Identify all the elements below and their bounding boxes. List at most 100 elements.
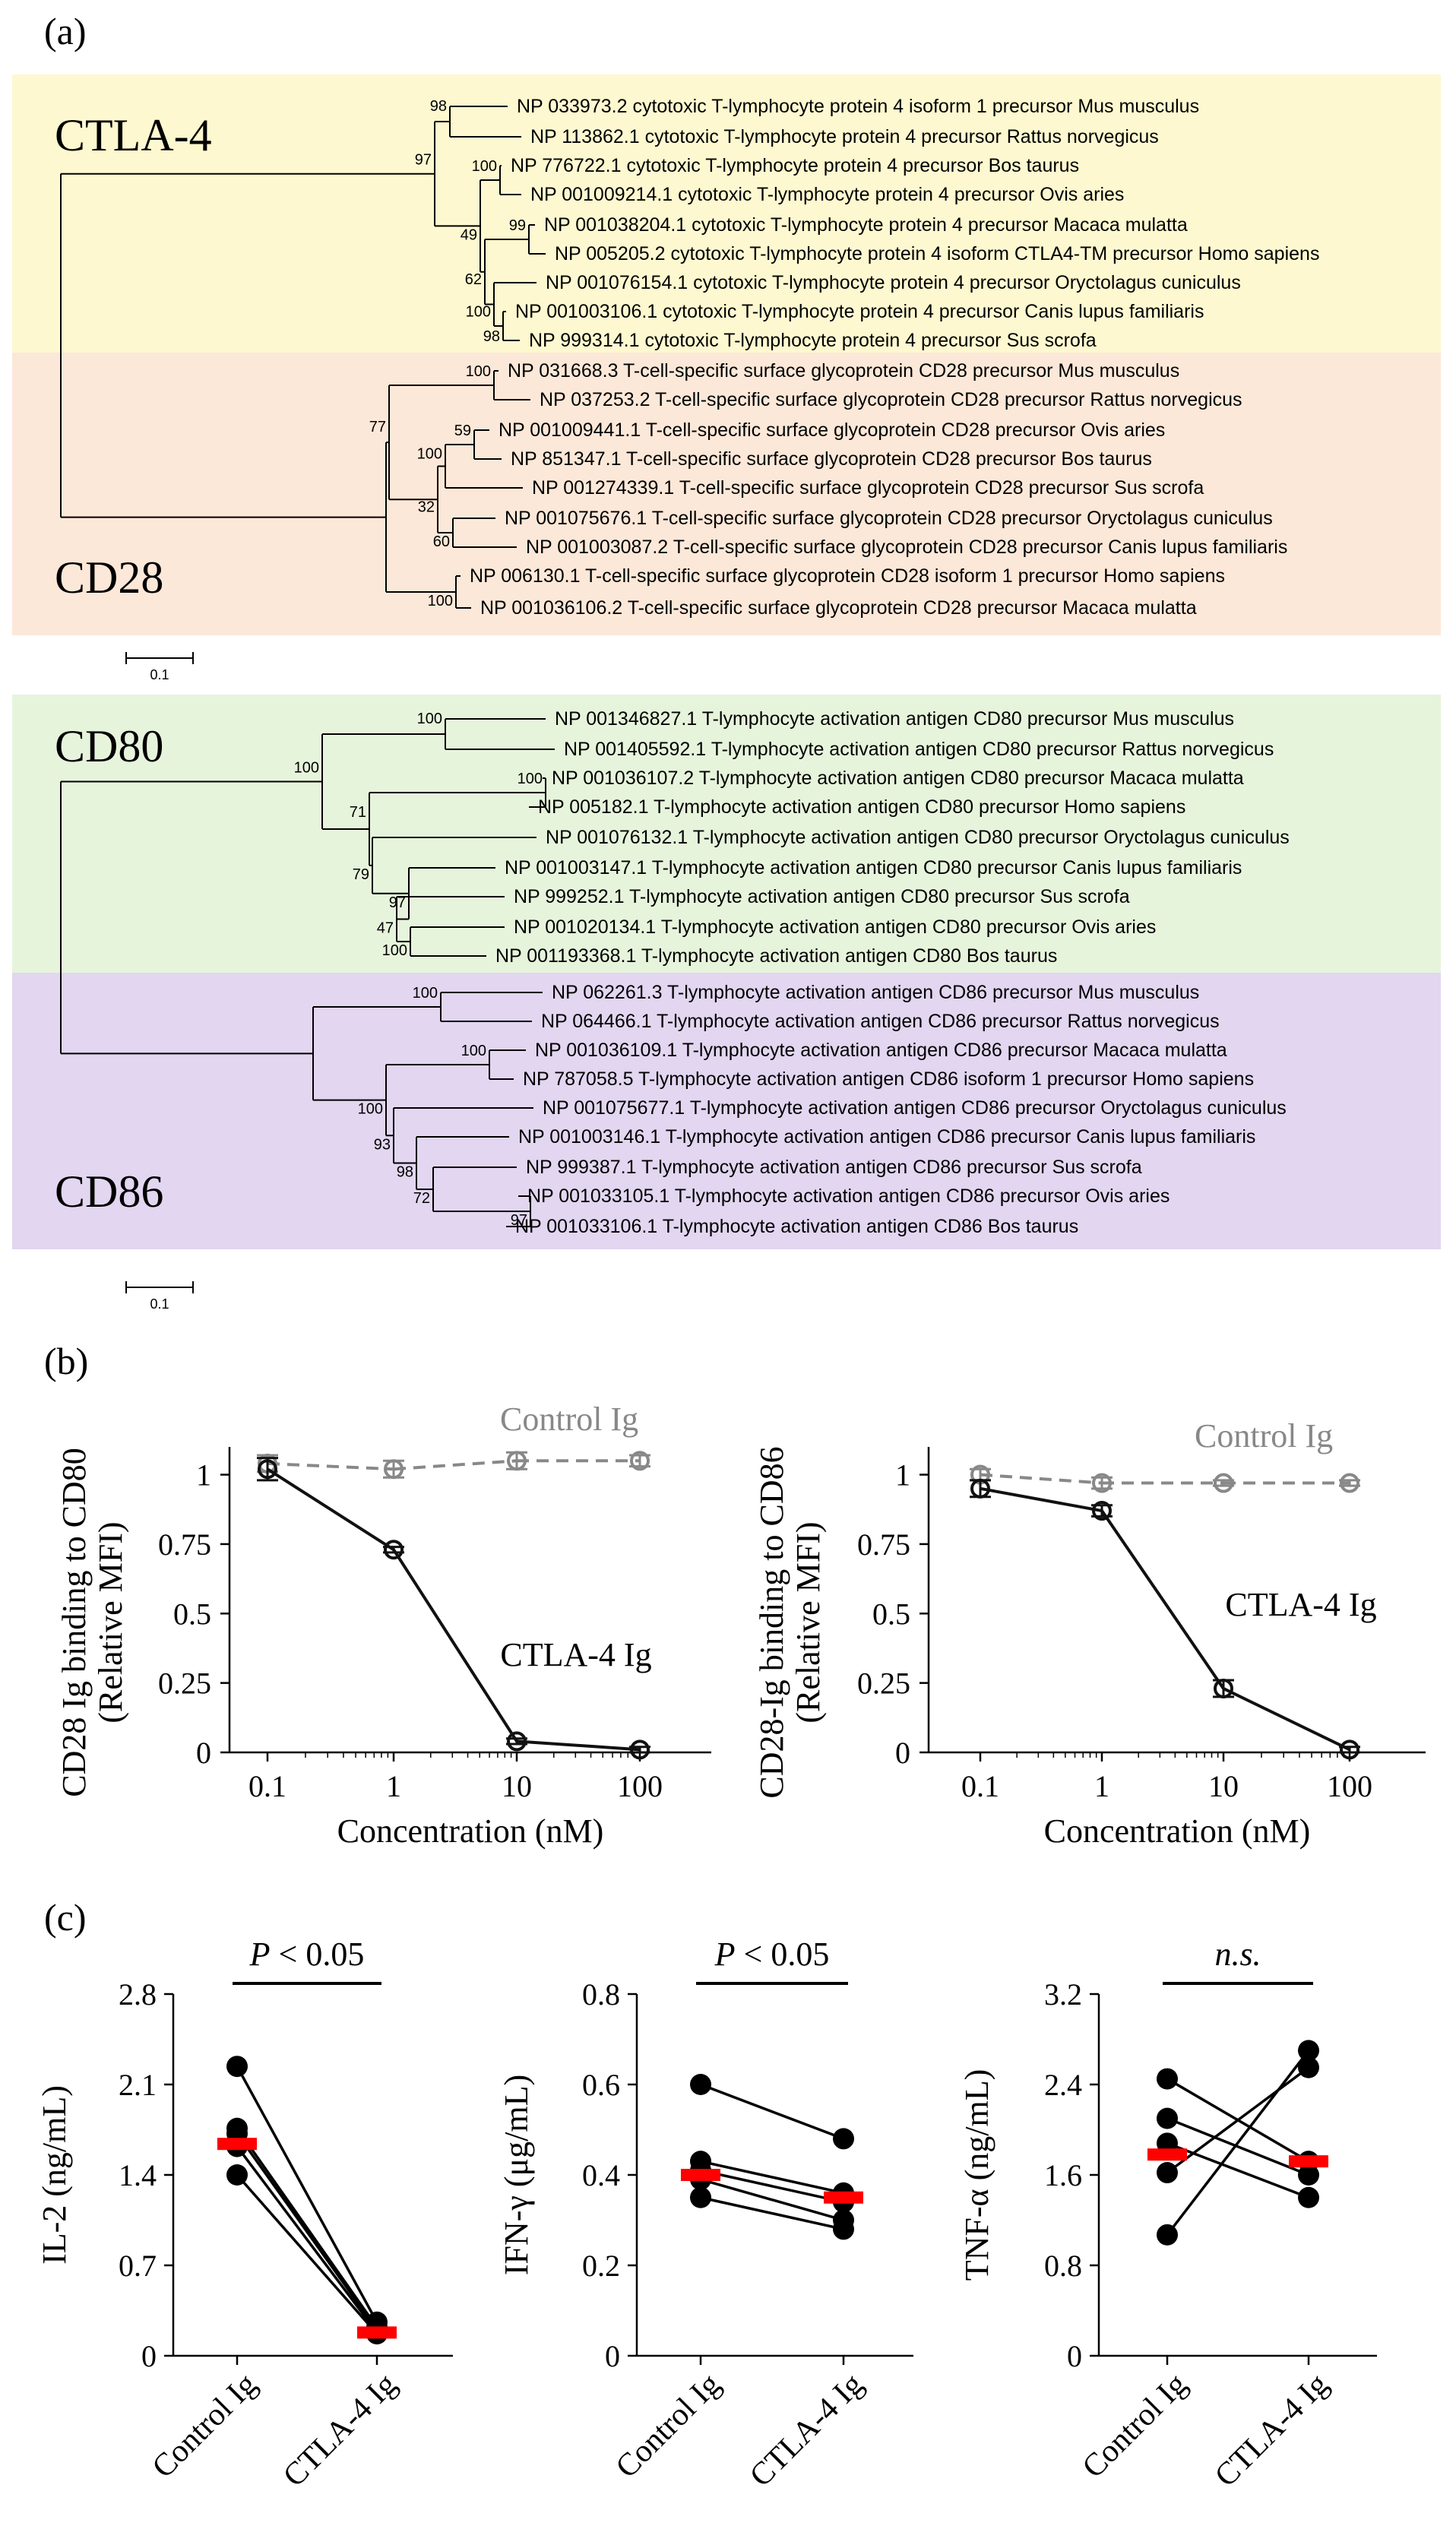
median-bar (1147, 2148, 1187, 2161)
tree-1-taxon-label: NP 001193368.1 T-lymphocyte activation a… (495, 945, 1057, 967)
significance-label: n.s. (1214, 1936, 1261, 1973)
y-tick-label: 2.4 (1044, 2068, 1082, 2102)
tree-0-taxon-label: NP 001009214.1 cytotoxic T-lymphocyte pr… (530, 184, 1124, 205)
paired-line (1166, 2066, 1310, 2174)
tree-0-taxon-label: NP 033973.2 cytotoxic T-lymphocyte prote… (517, 96, 1199, 117)
x-category-label: Control Ig (1076, 2367, 1194, 2485)
tree-1-bootstrap-value: 100 (382, 942, 407, 959)
paired-line (700, 2196, 844, 2231)
tree-1-taxon-label: NP 001033105.1 T-lymphocyte activation a… (527, 1185, 1170, 1207)
y-tick-label: 3.2 (1044, 1977, 1082, 2012)
data-point-ctla4 (833, 2128, 854, 2150)
tree-1-bootstrap-value: 98 (397, 1164, 413, 1181)
tree-1-taxon-label: NP 001075677.1 T-lymphocyte activation a… (543, 1097, 1287, 1119)
tree-1-taxon-label: NP 062261.3 T-lymphocyte activation anti… (552, 982, 1199, 1003)
tree-0-bootstrap-value: 60 (433, 533, 450, 550)
tree-0-taxon-label: NP 001003106.1 cytotoxic T-lymphocyte pr… (515, 301, 1204, 322)
tree-0-bootstrap-value: 100 (466, 363, 491, 380)
tree-1-taxon-label: NP 001405592.1 T-lymphocyte activation a… (564, 739, 1274, 760)
data-point-control (1157, 2224, 1178, 2246)
tree-1-group-label-1: CD86 (55, 1166, 163, 1217)
median-bar (217, 2138, 257, 2151)
paired-line (700, 2169, 844, 2204)
x-tick-label: 100 (617, 1769, 663, 1803)
tree-0-taxon-label: NP 001003087.2 T-cell-specific surface g… (526, 537, 1287, 558)
legend-ctla4-ig: CTLA-4 Ig (500, 1636, 651, 1673)
y-axis-label: CD28-Ig binding to CD86 (753, 1446, 790, 1798)
tree-0-bootstrap-value: 98 (430, 98, 447, 115)
tree-1-taxon-label: NP 001076132.1 T-lymphocyte activation a… (546, 827, 1290, 848)
x-category-label: CTLA-4 Ig (1208, 2367, 1335, 2494)
significance-label-rest: < 0.05 (736, 1936, 830, 1973)
data-point-ctla4 (833, 2218, 854, 2240)
y-tick-label: 0.5 (173, 1597, 211, 1631)
tree-1-bootstrap-value: 100 (461, 1043, 486, 1059)
y-tick-label: 0.25 (158, 1667, 211, 1701)
paired-line (700, 2178, 844, 2222)
tree-0-taxon-label: NP 113862.1 cytotoxic T-lymphocyte prote… (530, 126, 1159, 147)
x-category-label: CTLA-4 Ig (743, 2367, 870, 2494)
series-0-point (1092, 1473, 1112, 1493)
tree-0-taxon-label: NP 001009441.1 T-cell-specific surface g… (499, 419, 1165, 441)
tree-1-taxon-label: NP 001346827.1 T-lymphocyte activation a… (555, 708, 1234, 730)
y-tick-label: 0.75 (857, 1527, 910, 1562)
series-1-point (1214, 1678, 1233, 1698)
y-tick-label: 0.4 (582, 2158, 620, 2192)
data-point-control (226, 2056, 248, 2078)
x-axis-label: Concentration (nM) (1044, 1812, 1311, 1850)
y-tick-label: 0.75 (158, 1527, 211, 1562)
paired-line (700, 2083, 844, 2141)
series-1-segment (516, 1739, 641, 1752)
significance-label-p: P (714, 1936, 736, 1973)
data-point-control (226, 2164, 248, 2186)
tree-0-scale-label: 0.1 (150, 667, 169, 682)
series-1-point (970, 1478, 990, 1499)
tree-0-band-0 (12, 74, 1441, 353)
y-axis-label: CD28 Ig binding to CD80 (55, 1448, 93, 1797)
median-bar (1289, 2155, 1328, 2168)
median-bar (681, 2169, 720, 2181)
tree-0-bootstrap-value: 59 (454, 423, 471, 439)
paired-line (236, 2127, 378, 2328)
series-1-point (507, 1731, 527, 1752)
y-axis-label: IL-2 (ng/mL) (36, 2085, 73, 2265)
paired-line (236, 2173, 378, 2335)
tree-0-band-1 (12, 353, 1441, 635)
x-category-label: Control Ig (609, 2367, 727, 2485)
tree-1-taxon-label: NP 001036107.2 T-lymphocyte activation a… (552, 768, 1244, 789)
tree-1-bootstrap-value: 100 (413, 985, 438, 1002)
tree-1-bootstrap-value: 72 (413, 1190, 430, 1207)
y-axis-label-2: (Relative MFI) (790, 1521, 827, 1723)
y-axis-label: TNF-α (ng/mL) (958, 2069, 995, 2281)
series-1-point (1340, 1739, 1359, 1760)
paired-line (1166, 2117, 1309, 2176)
x-tick-label: 0.1 (961, 1769, 999, 1803)
y-tick-label: 0.5 (872, 1597, 910, 1631)
series-1-segment (1223, 1687, 1350, 1752)
data-point-control (690, 2186, 711, 2208)
tree-0-bootstrap-value: 49 (461, 226, 477, 243)
series-0-point (384, 1459, 404, 1480)
tree-0-taxon-label: NP 001075676.1 T-cell-specific surface g… (505, 508, 1273, 529)
y-tick-label: 0.6 (582, 2068, 620, 2102)
y-tick-label: 2.1 (119, 2068, 157, 2102)
y-tick-label: 0.8 (1044, 2249, 1082, 2283)
y-tick-label: 1 (196, 1458, 211, 1492)
tree-0-bootstrap-value: 100 (466, 304, 491, 321)
tree-1-taxon-label: NP 001033106.1 T-lymphocyte activation a… (515, 1216, 1078, 1237)
data-point-control (1157, 2107, 1178, 2129)
tree-0-taxon-label: NP 851347.1 T-cell-specific surface glyc… (511, 448, 1152, 470)
x-category-label: Control Ig (146, 2367, 264, 2485)
series-0-segment (267, 1461, 394, 1471)
y-axis-label-2: (Relative MFI) (92, 1521, 129, 1723)
tree-1-taxon-label: NP 001003147.1 T-lymphocyte activation a… (505, 857, 1242, 878)
tree-0-taxon-label: NP 001038204.1 cytotoxic T-lymphocyte pr… (544, 214, 1188, 236)
x-tick-label: 1 (1094, 1769, 1109, 1803)
significance-label: P < 0.05 (249, 1936, 365, 1973)
median-bar (824, 2191, 863, 2204)
